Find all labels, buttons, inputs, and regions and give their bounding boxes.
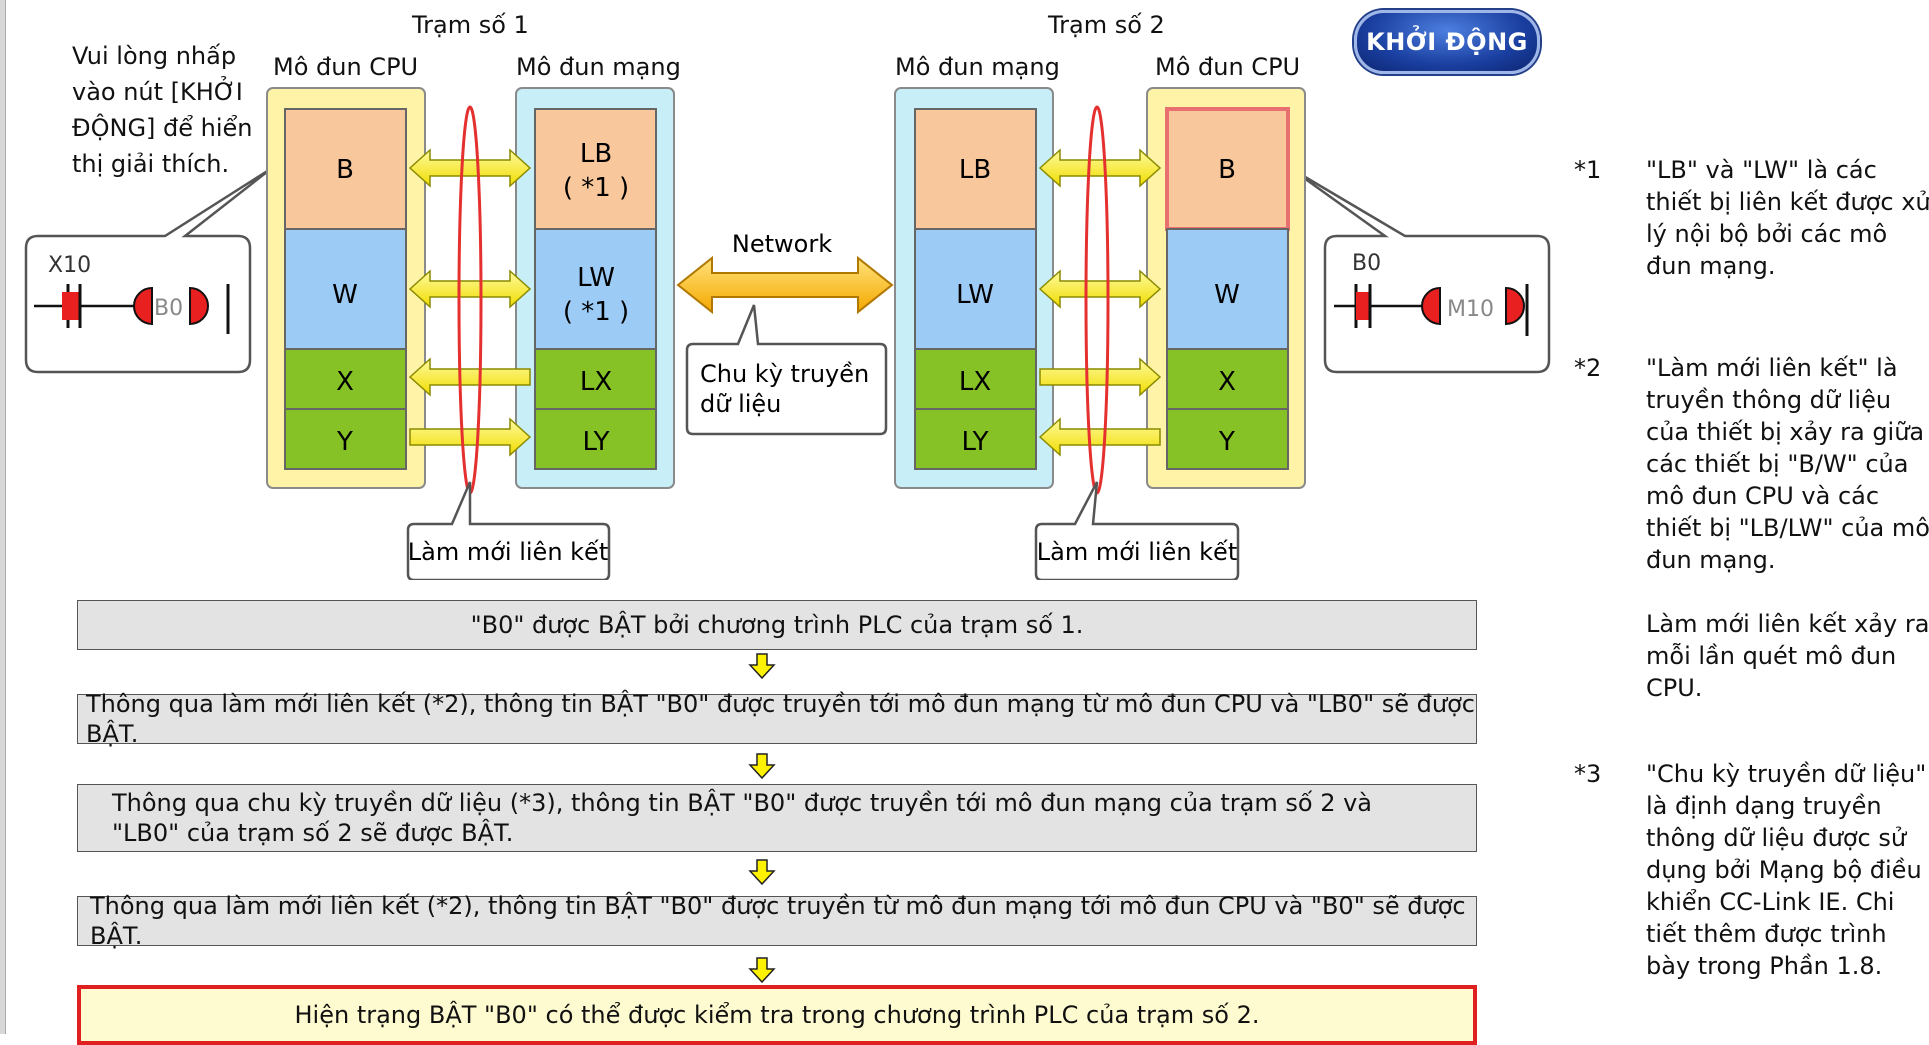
refresh-arrows-station1 [408, 105, 532, 495]
down-arrow-icon [748, 859, 776, 886]
station1-cpu-label: Mô đun CPU [273, 53, 419, 81]
network-diagram: X10 B0 B0 M10 B W X Y [24, 87, 1551, 580]
net1-block-lw: LW [577, 263, 615, 293]
station1-title: Trạm số 1 [412, 11, 529, 39]
cpu1-block-b: B [336, 155, 354, 185]
refresh-callout-station1: Làm mới liên kết [406, 481, 611, 580]
cpu1-block-x: X [336, 367, 354, 397]
station1-net-label: Mô đun mạng [516, 53, 681, 81]
start-button[interactable]: KHỞI ĐỘNG [1354, 10, 1540, 74]
station2-cpu-module: B W X Y [1146, 87, 1306, 489]
cpu2-block-x: X [1218, 367, 1236, 397]
net2-block-lx: LX [959, 367, 991, 397]
cpu2-block-y: Y [1218, 427, 1235, 457]
station2-cpu-label: Mô đun CPU [1155, 53, 1301, 81]
net1-block-ly: LY [583, 427, 610, 457]
network-label: Network [732, 230, 832, 258]
cycle-label-line2: dữ liệu [700, 390, 781, 418]
window-left-border [0, 0, 6, 1034]
refresh-arrows-station2 [1038, 105, 1162, 495]
ladder1-output-label: B0 [154, 296, 183, 321]
station1-network-module: LB ( *1 ) LW ( *1 ) LX LY [515, 87, 675, 489]
cpu1-block-w: W [332, 280, 358, 310]
network-arrow: Network [676, 230, 894, 315]
ladder-callout-station2: B0 M10 [1289, 166, 1551, 374]
coil-right-icon [1421, 286, 1441, 326]
station2-net-label: Mô đun mạng [895, 53, 1060, 81]
note1-mark: *1 [1574, 156, 1602, 184]
refresh-callout-station2: Làm mới liên kết [1034, 481, 1240, 580]
note3-text: "Chu kỳ truyền dữ liệu" là định dạng tru… [1646, 760, 1927, 980]
net2-block-ly: LY [962, 427, 989, 457]
net2-block-lw: LW [956, 280, 994, 310]
net1-block-lb-note: ( *1 ) [563, 173, 629, 203]
ladder1-input-label: X10 [48, 253, 91, 278]
station1-cpu-module: B W X Y [266, 87, 426, 489]
contact-x10-icon [62, 292, 80, 320]
ladder2-output-label: M10 [1447, 297, 1494, 322]
note3-mark: *3 [1574, 760, 1602, 788]
down-arrow-icon [748, 753, 776, 780]
step-1: "B0" được BẬT bởi chương trình PLC của t… [77, 600, 1477, 650]
station2-network-module: LB LW LX LY [894, 87, 1054, 489]
note2-mark: *2 [1574, 354, 1602, 382]
down-arrow-icon [748, 653, 776, 680]
refresh-label-station1: Làm mới liên kết [408, 538, 608, 566]
contact-b0-icon [1356, 292, 1370, 320]
station2-title: Trạm số 2 [1048, 11, 1165, 39]
step-2: Thông qua làm mới liên kết (*2), thông t… [77, 690, 1477, 748]
ladder2-input-label: B0 [1352, 251, 1381, 276]
cpu2-block-w: W [1214, 280, 1240, 310]
net2-block-lb: LB [959, 155, 991, 185]
coil-left-icon [133, 286, 153, 326]
note2-text: "Làm mới liên kết" là truyền thông dữ li… [1646, 354, 1929, 574]
cpu2-block-b: B [1218, 155, 1236, 185]
net1-block-lw-note: ( *1 ) [563, 297, 629, 327]
note1-text: "LB" và "LW" là các thiết bị liên kết đư… [1646, 156, 1929, 280]
step-4: Thông qua làm mới liên kết (*2), thông t… [77, 892, 1477, 950]
refresh-label-station2: Làm mới liên kết [1037, 538, 1237, 566]
down-arrow-icon [748, 957, 776, 984]
ladder-callout-station1: X10 B0 [24, 166, 273, 374]
step-3: Thông qua chu kỳ truyền dữ liệu (*3), th… [77, 784, 1477, 852]
cycle-label-line1: Chu kỳ truyền [700, 360, 869, 388]
cpu1-block-y: Y [336, 427, 353, 457]
cycle-callout: Chu kỳ truyền dữ liệu [685, 304, 888, 436]
note2-extra-text: Làm mới liên kết xảy ra mỗi lần quét mô … [1646, 610, 1929, 702]
net1-block-lx: LX [580, 367, 612, 397]
net1-block-lb: LB [580, 139, 612, 169]
start-hint-text: Vui lòng nhấp vào nút [KHỞI ĐỘNG] để hiể… [72, 42, 253, 178]
